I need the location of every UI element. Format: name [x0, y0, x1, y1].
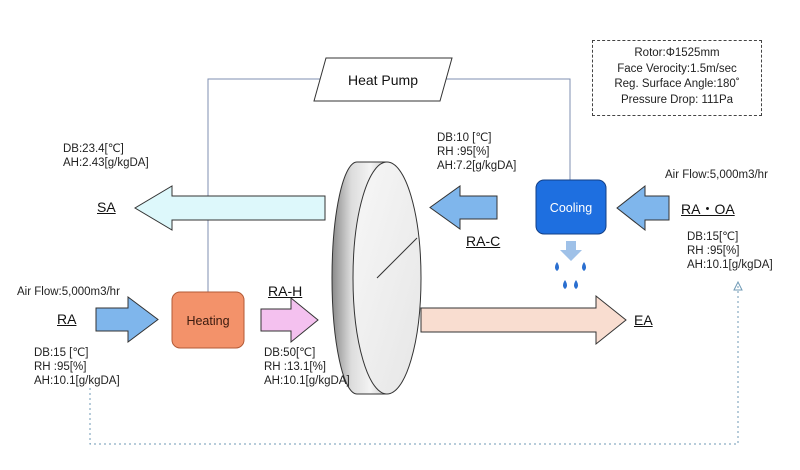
raoa-state-label: DB:15[℃] RH :95[%] AH:10.1[g/kgDA] — [687, 230, 773, 272]
sa-db: DB:23.4[℃] — [63, 143, 124, 155]
pressure-drop: Pressure Drop: 111Pa — [620, 93, 734, 106]
heat-pump-pipe-right — [432, 78, 571, 180]
face-velocity: Face Verocity:1.5m/sec — [617, 62, 737, 75]
rah-stream-label: RA-H — [268, 283, 303, 299]
rotor-spec-box: Rotor:Φ1525mm Face Verocity:1.5m/sec Reg… — [592, 40, 762, 116]
ra-rh: RH :95[%] — [34, 361, 87, 373]
raoa-db: DB:15[℃] — [687, 231, 739, 243]
sa-ah: AH:2.43[g/kgDA] — [63, 157, 149, 169]
raoa-arrow — [616, 184, 670, 232]
rah-db: DB:50[℃] — [264, 347, 316, 359]
sa-arrow — [134, 185, 326, 231]
cooling-label: Cooling — [550, 201, 592, 215]
raoa-rh: RH :95[%] — [687, 245, 740, 257]
water-drop-icon — [582, 262, 586, 271]
ra-airflow: Air Flow:5,000m3/hr — [17, 286, 120, 298]
cooling-box — [535, 179, 607, 235]
rac-db: DB:10 [℃] — [437, 132, 492, 144]
ra-state-label: DB:15 [℃] RH :95[%] AH:10.1[g/kgDA] — [34, 346, 120, 388]
heat-pump-pipe — [207, 78, 320, 292]
rac-state-label: DB:10 [℃] RH :95[%] AH:7.2[g/kgDA] — [437, 131, 516, 173]
rac-ah: AH:7.2[g/kgDA] — [437, 160, 517, 172]
rah-state-label: DB:50[℃] RH :13.1[%] AH:10.1[g/kgDA] — [264, 346, 350, 388]
water-drop-icon — [563, 280, 567, 289]
desiccant-wheel — [331, 161, 422, 395]
rah-rh: RH :13.1[%] — [264, 361, 326, 373]
ea-stream-label: EA — [634, 312, 653, 328]
raoa-stream-label: RA・OA — [681, 201, 735, 217]
raoa-airflow: Air Flow:5,000m3/hr — [665, 169, 768, 181]
rac-stream-label: RA-C — [466, 233, 501, 249]
rac-arrow — [429, 185, 498, 230]
bypass-arrowhead — [733, 280, 743, 291]
heating-label: Heating — [186, 314, 229, 328]
water-drop-icon — [555, 262, 559, 271]
heating-box — [171, 291, 245, 349]
water-drop-icon — [574, 280, 578, 289]
condensate-arrow-icon — [560, 241, 582, 261]
ra-stream-label: RA — [57, 311, 77, 327]
heat-pump-box — [313, 57, 453, 102]
rah-arrow — [260, 296, 319, 344]
rah-ah: AH:10.1[g/kgDA] — [264, 375, 350, 387]
ra-arrow — [95, 296, 159, 343]
rac-rh: RH :95[%] — [437, 146, 490, 158]
sa-state-label: DB:23.4[℃] AH:2.43[g/kgDA] — [63, 142, 149, 170]
raoa-ah: AH:10.1[g/kgDA] — [687, 259, 773, 271]
ea-arrow — [420, 294, 627, 346]
surface-angle: Reg. Surface Angle:180˚ — [614, 78, 740, 90]
ra-ah: AH:10.1[g/kgDA] — [34, 375, 120, 387]
rotor-diameter: Rotor:Φ1525mm — [634, 47, 720, 59]
heat-pump-label: Heat Pump — [348, 72, 418, 88]
sa-stream-label: SA — [97, 199, 116, 215]
bypass-dotted-line — [89, 284, 739, 445]
ra-db: DB:15 [℃] — [34, 347, 89, 359]
